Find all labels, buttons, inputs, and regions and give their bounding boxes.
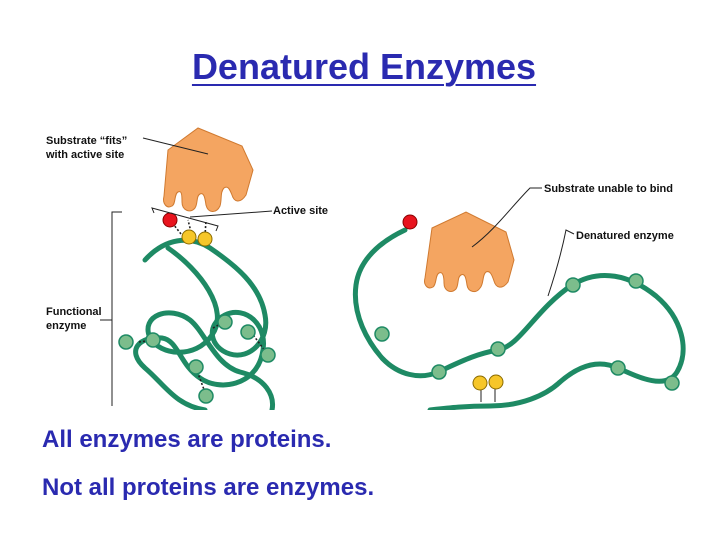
functional-nodes: [118, 314, 276, 404]
bullet-line-1: All enzymes are proteins.: [42, 426, 332, 453]
substrate-unable-leader: [471, 187, 542, 248]
denatured-protein-chain: [352, 227, 686, 410]
denatured-residue-red: [402, 214, 418, 230]
enzyme-diagram: Substrate “fits” with active site Active…: [45, 127, 686, 410]
label-active-site: Active site: [273, 205, 328, 217]
substrate-unable: [424, 211, 515, 293]
denatured-nodes: [374, 273, 680, 391]
active-site-residue-yellow: [197, 231, 213, 247]
denatured-enzyme-group: [352, 187, 686, 410]
label-substrate-unable: Substrate unable to bind: [544, 183, 673, 195]
active-site-leader: [189, 210, 273, 218]
slide-title: Denatured Enzymes: [191, 46, 537, 87]
active-site-residue-red: [162, 212, 178, 228]
substrate-fitting: [163, 127, 254, 212]
denatured-enzyme-leader: [547, 229, 575, 297]
label-substrate-fits-1: Substrate “fits”: [46, 135, 127, 147]
label-functional-2: enzyme: [46, 320, 86, 332]
label-functional-1: Functional: [46, 306, 102, 318]
functional-enzyme-group: [100, 127, 276, 410]
functional-protein-chain-loop: [145, 245, 276, 410]
functional-enzyme-bracket: [111, 211, 122, 406]
denatured-yellow-residues: [472, 374, 504, 402]
functional-protein-chain: [133, 237, 269, 410]
label-denatured-enzyme: Denatured enzyme: [576, 230, 674, 242]
bullet-line-2: Not all proteins are enzymes.: [42, 474, 375, 501]
substrate-fits-leader: [142, 137, 209, 155]
active-site-residue-yellow: [181, 229, 197, 245]
active-site-bracket: [151, 207, 219, 232]
label-substrate-fits-2: with active site: [45, 149, 124, 161]
